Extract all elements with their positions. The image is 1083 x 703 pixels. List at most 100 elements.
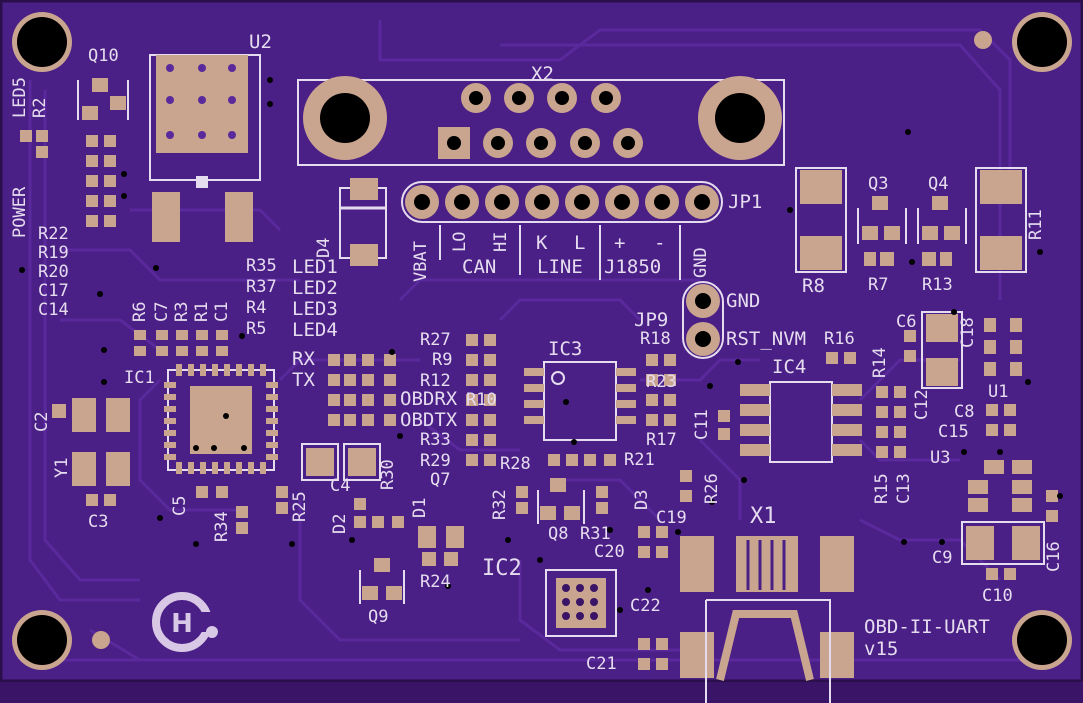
label-gnd: GND <box>726 290 761 312</box>
label-jp1: JP1 <box>728 191 763 213</box>
label-r2: R2 <box>30 97 50 118</box>
d4-diode <box>339 178 387 266</box>
board-bottom-strip <box>0 682 1083 703</box>
label-r12: R12 <box>420 371 451 391</box>
label-y1: Y1 <box>52 457 72 478</box>
x2-outline <box>297 79 785 166</box>
label-r13: R13 <box>922 275 953 295</box>
r11-resistor <box>975 167 1027 273</box>
label-rx: RX <box>292 348 315 370</box>
label-ic3: IC3 <box>548 338 583 360</box>
label-c11: C11 <box>692 409 712 440</box>
ic4-chip <box>740 381 862 463</box>
label-j1850: J1850 <box>604 256 662 278</box>
label-c13: C13 <box>894 473 914 504</box>
label-r21: R21 <box>624 450 655 470</box>
label-r10: R10 <box>466 390 497 410</box>
label-r6: R6 <box>130 301 150 322</box>
label-x2: X2 <box>531 63 554 85</box>
label-tx: TX <box>292 369 315 391</box>
power-led <box>20 130 32 142</box>
open-hardware-logo: H <box>152 592 220 652</box>
jp9-header <box>682 281 724 359</box>
label-c12: C12 <box>912 389 932 420</box>
label-hi: HI <box>491 231 511 252</box>
label-d3: D3 <box>632 489 652 510</box>
label-r14: R14 <box>870 347 890 378</box>
label-r25: R25 <box>290 491 310 522</box>
y1-crystal <box>52 398 130 486</box>
svg-text:H: H <box>171 609 193 639</box>
u2-regulator <box>149 54 261 242</box>
label-r33: R33 <box>420 430 451 450</box>
label-c1: C1 <box>212 301 232 322</box>
label-c14: C14 <box>38 300 69 320</box>
label-vbat: VBAT <box>411 241 431 282</box>
label-d4: D4 <box>314 237 334 258</box>
label-c7: C7 <box>152 301 172 322</box>
label-r11: R11 <box>1026 209 1046 240</box>
label-c19: C19 <box>656 508 687 528</box>
label-r31: R31 <box>580 524 611 544</box>
label-r5: R5 <box>246 319 267 339</box>
label-led1: LED1 <box>292 256 338 278</box>
label-c17: C17 <box>38 281 69 301</box>
label-gnd-vertical: GND <box>691 247 711 278</box>
label-c21: C21 <box>586 654 617 674</box>
label-q8: Q8 <box>548 524 569 544</box>
label-r28: R28 <box>500 454 531 474</box>
label-jp9: JP9 <box>634 309 669 331</box>
label-plus: + <box>614 232 626 254</box>
label-r37: R37 <box>246 277 277 297</box>
mounting-holes <box>12 12 1072 670</box>
label-lo: LO <box>450 231 470 252</box>
label-r19: R19 <box>38 243 69 263</box>
label-rst-nvm: RST_NVM <box>726 328 807 350</box>
label-d2: D2 <box>330 513 350 534</box>
label-c20: C20 <box>594 542 625 562</box>
label-r3: R3 <box>172 301 192 322</box>
fiducial-bottom-left <box>92 631 110 649</box>
label-c22: C22 <box>630 596 661 616</box>
label-r22: R22 <box>38 224 69 244</box>
label-r8: R8 <box>802 275 825 297</box>
c12-capacitor <box>921 311 963 389</box>
label-r24: R24 <box>420 572 451 592</box>
label-c10: C10 <box>982 586 1013 606</box>
label-r18: R18 <box>640 329 671 349</box>
label-r32: R32 <box>490 489 510 520</box>
label-ic4: IC4 <box>772 356 807 378</box>
label-c5: C5 <box>170 495 190 516</box>
label-c2: C2 <box>32 411 52 432</box>
u1-chip <box>984 318 1022 376</box>
label-c3: C3 <box>88 512 109 532</box>
label-led2: LED2 <box>292 277 338 299</box>
label-r29: R29 <box>420 451 451 471</box>
label-r23: R23 <box>646 372 677 392</box>
label-r4: R4 <box>246 298 267 318</box>
label-ic1: IC1 <box>124 368 155 388</box>
label-c8: C8 <box>954 402 975 422</box>
label-power: POWER <box>10 186 30 238</box>
label-l: L <box>574 232 586 254</box>
label-c6: C6 <box>896 312 917 332</box>
label-r1: R1 <box>192 301 212 322</box>
label-k: K <box>536 232 548 254</box>
label-minus: - <box>654 232 666 254</box>
label-r35: R35 <box>246 256 277 276</box>
label-c18: C18 <box>958 317 978 348</box>
board-title: OBD-II-UART <box>864 616 990 638</box>
label-ic2: IC2 <box>482 556 522 581</box>
label-line: LINE <box>537 256 583 278</box>
ic1-microcontroller <box>164 364 278 474</box>
label-u1: U1 <box>988 382 1009 402</box>
label-d1: D1 <box>410 497 430 518</box>
label-r27: R27 <box>420 330 451 350</box>
label-obdrx: OBDRX <box>400 388 458 410</box>
label-led3: LED3 <box>292 298 338 320</box>
label-led5: LED5 <box>10 77 30 118</box>
label-obdtx: OBDTX <box>400 409 458 431</box>
label-led4: LED4 <box>292 319 338 341</box>
label-c16: C16 <box>1044 541 1064 572</box>
